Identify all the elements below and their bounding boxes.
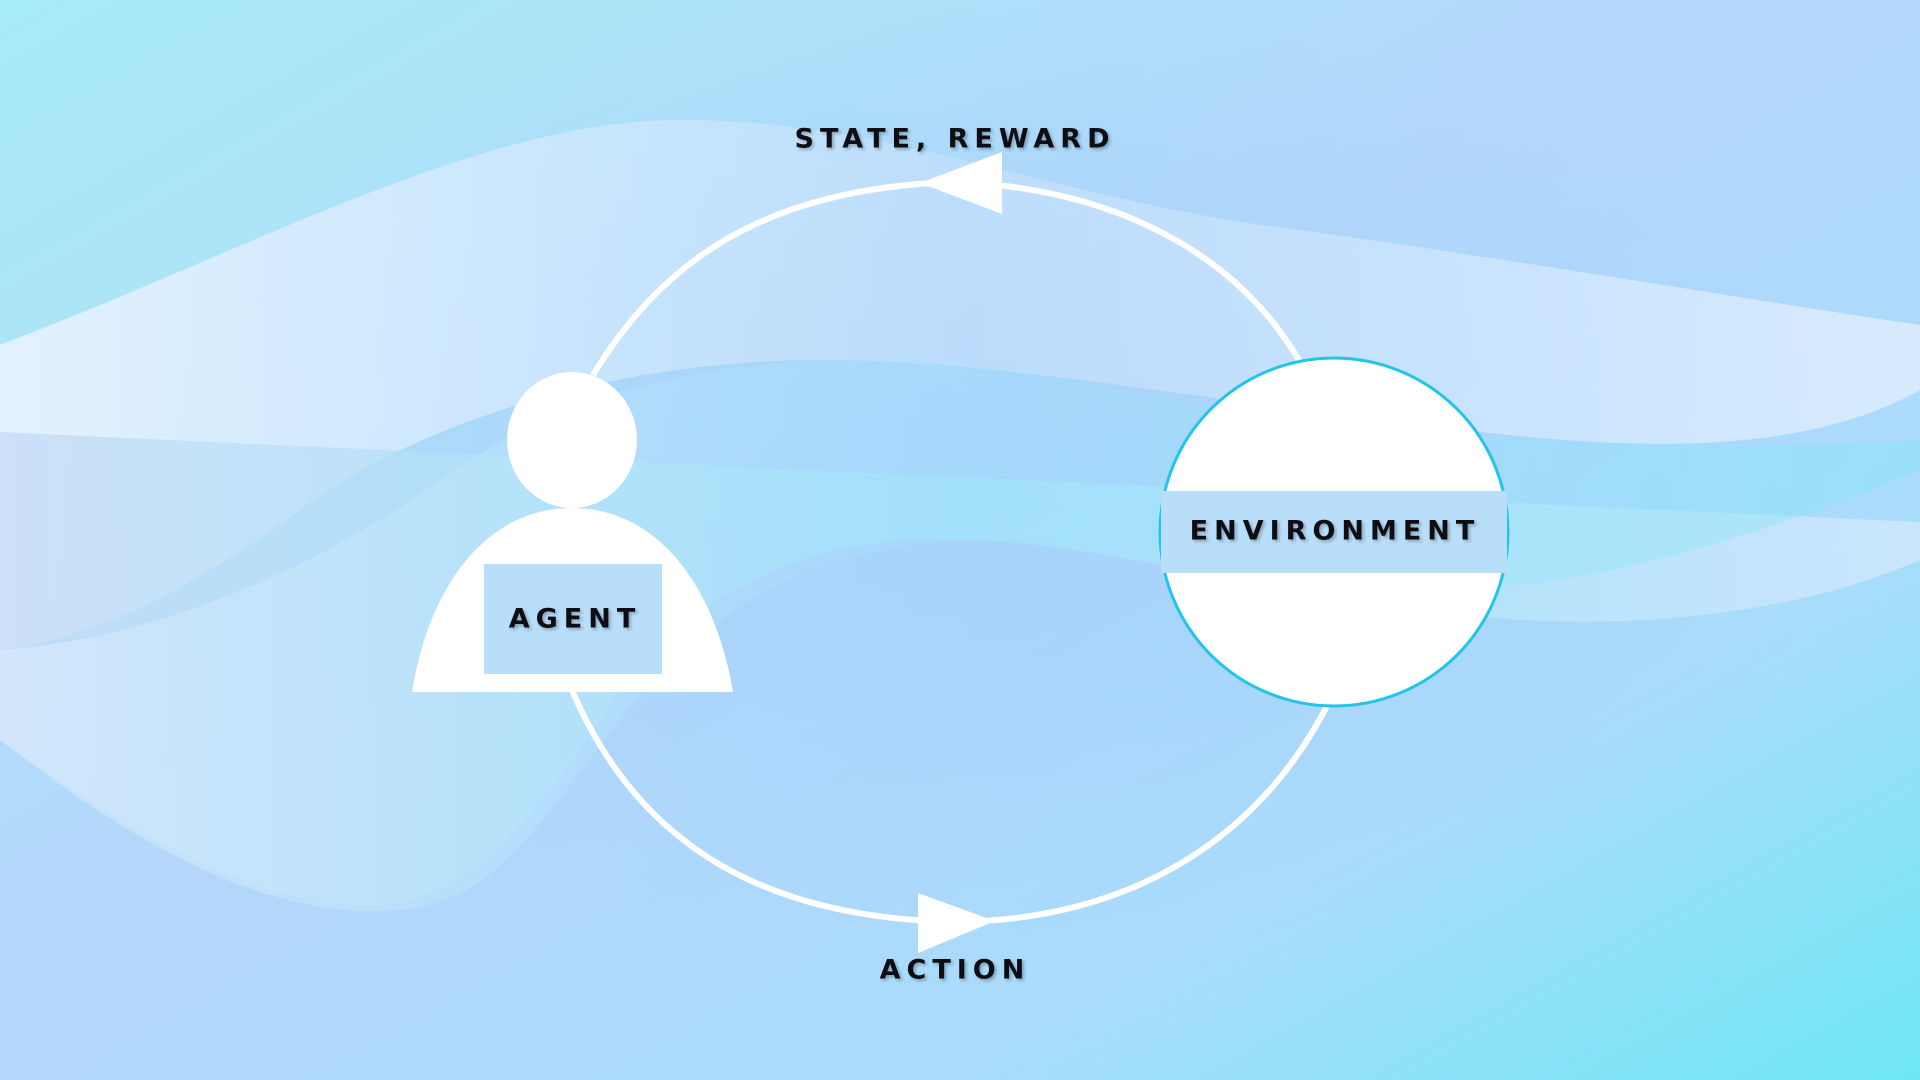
arrowhead-left-icon [920,152,1002,214]
wave-top [0,120,1920,650]
environment-label: ENVIRONMENT [1189,515,1481,547]
person-icon [412,372,733,692]
circle-icon [1158,356,1510,708]
environment-band [1161,491,1507,573]
agent-screen [484,564,662,674]
agent-label: AGENT [508,603,642,635]
action-label: ACTION [879,954,1031,986]
state-reward-label: STATE, REWARD [794,123,1116,155]
agent-head [507,372,637,508]
arrowhead-right-icon [918,893,995,953]
